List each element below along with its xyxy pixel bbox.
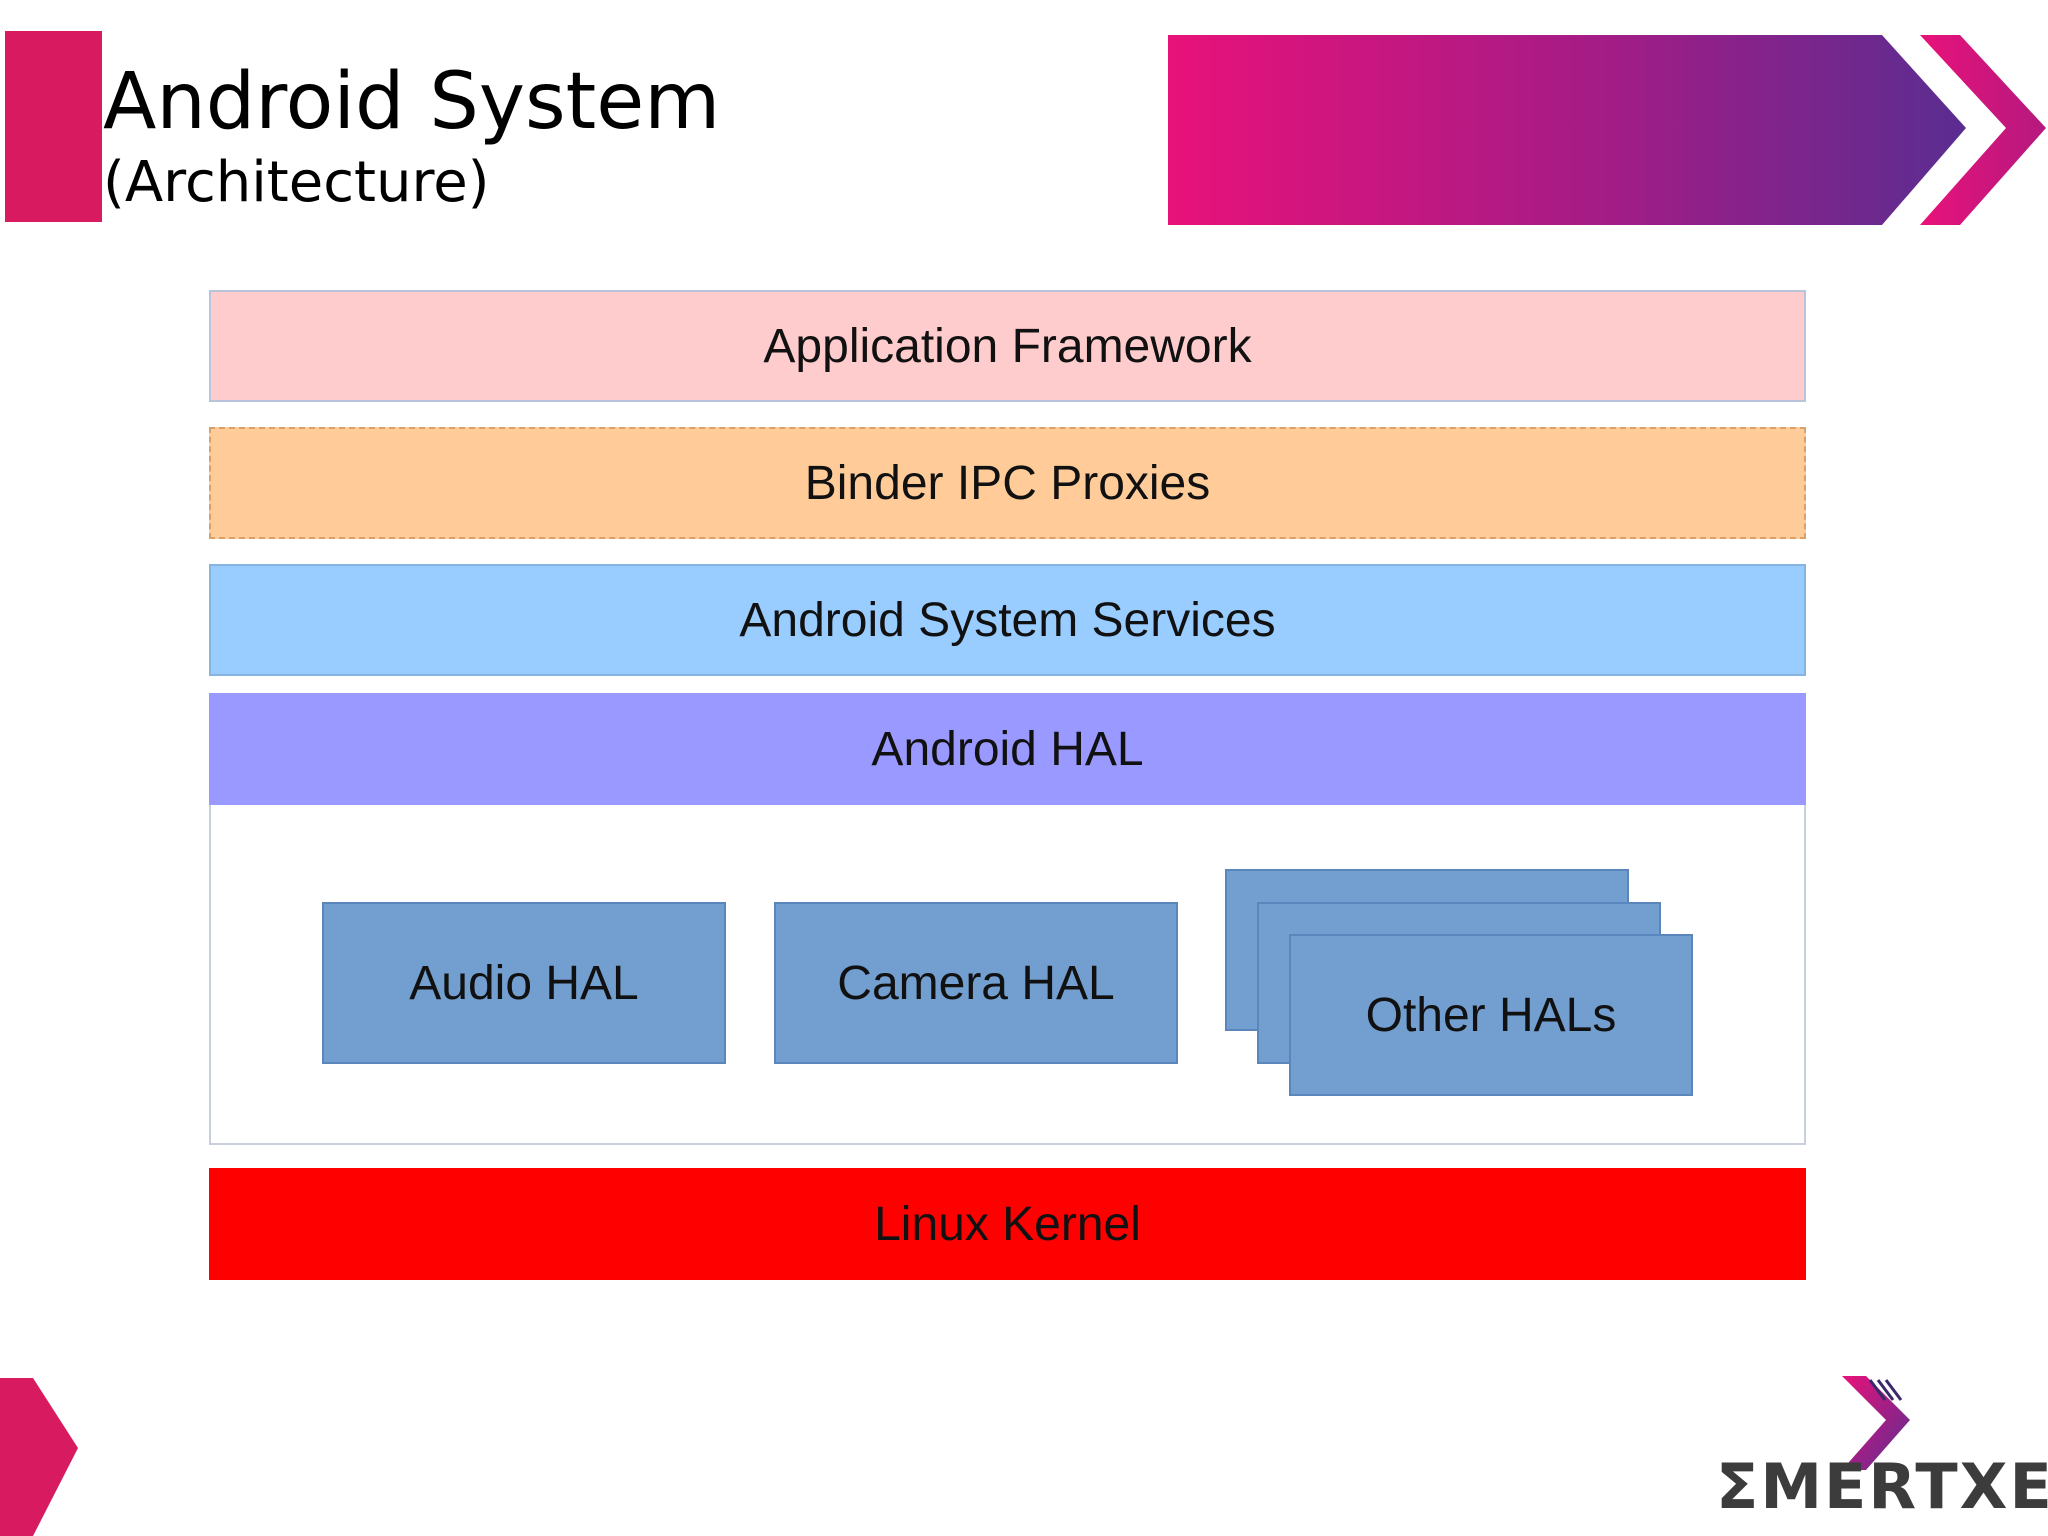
header-banner bbox=[1168, 35, 2046, 225]
application-framework-label: Application Framework bbox=[763, 319, 1252, 373]
camera-hal-box: Camera HAL bbox=[774, 902, 1178, 1064]
application-framework-layer: Application Framework bbox=[209, 290, 1806, 402]
audio-hal-label: Audio HAL bbox=[409, 956, 639, 1010]
system-services-layer: Android System Services bbox=[209, 564, 1806, 676]
android-hal-label: Android HAL bbox=[871, 722, 1144, 776]
banner-chevron bbox=[1920, 35, 2046, 225]
linux-kernel-label: Linux Kernel bbox=[874, 1197, 1141, 1251]
camera-hal-label: Camera HAL bbox=[837, 956, 1115, 1010]
other-hals-box: Other HALs bbox=[1289, 934, 1693, 1096]
android-hal-layer: Android HAL bbox=[209, 693, 1806, 805]
page-title: Android System bbox=[103, 57, 721, 147]
page-subtitle: (Architecture) bbox=[103, 150, 490, 215]
system-services-label: Android System Services bbox=[739, 593, 1276, 647]
binder-ipc-proxies-label: Binder IPC Proxies bbox=[804, 456, 1211, 510]
title-accent-bar bbox=[5, 31, 102, 222]
audio-hal-box: Audio HAL bbox=[322, 902, 726, 1064]
emertxe-logo-text: ΣMERTXE bbox=[1716, 1450, 2048, 1523]
other-hals-label: Other HALs bbox=[1365, 988, 1617, 1042]
emertxe-logo bbox=[1842, 1376, 1910, 1470]
linux-kernel-layer: Linux Kernel bbox=[209, 1168, 1806, 1280]
corner-chevron-icon bbox=[0, 1378, 78, 1536]
binder-ipc-proxies-layer: Binder IPC Proxies bbox=[209, 427, 1806, 539]
banner-arrow bbox=[1168, 35, 1966, 225]
